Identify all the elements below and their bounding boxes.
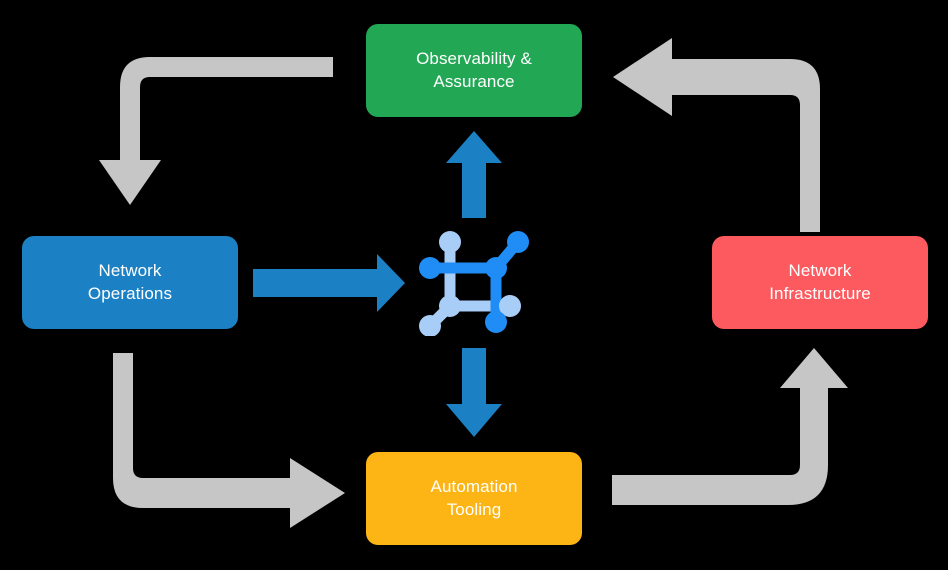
node-label-network-infrastructure: Network Infrastructure [769,260,871,303]
node-label-automation-tooling: Automation Tooling [430,476,518,519]
node-label-network-operations: Network Operations [87,260,173,303]
node-label-observability: Observability & Assurance [416,48,532,91]
gray-arrow-infrastructure-to-observability [613,38,820,232]
network-icon-dark-nodes [419,231,529,333]
blue-arrow-center-to-observability [446,131,502,218]
blue-arrow-center-to-automation [446,348,502,437]
blue-arrow-operations-to-center [253,254,405,312]
gray-arrow-automation-to-infrastructure [612,348,848,505]
network-topology-icon [419,231,529,336]
node-box-automation-tooling[interactable]: Automation Tooling [366,452,582,545]
gray-arrow-operations-to-automation [113,353,345,528]
node-box-observability[interactable]: Observability & Assurance [366,24,582,117]
network-icon-light-nodes [419,231,521,336]
node-box-network-operations[interactable]: Network Operations [22,236,238,329]
node-box-network-infrastructure[interactable]: Network Infrastructure [712,236,928,329]
gray-arrow-observability-to-operations [99,57,333,205]
